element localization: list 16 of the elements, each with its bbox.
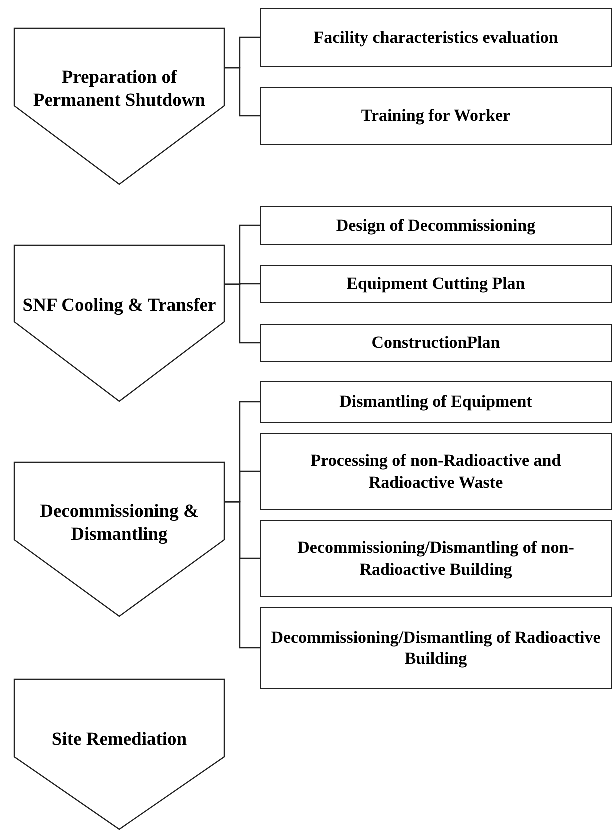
task-box: Decommissioning/Dismantling of non-Radioactive Building [260,520,612,597]
phase-label: Preparation of Permanent Shutdown [32,66,207,113]
task-box: Processing of non-Radioactive and Radioactive Waste [260,433,612,510]
connector-line [225,284,260,344]
task-box: Training for Worker [260,87,612,145]
task-box: ConstructionPlan [260,324,612,362]
connector-line [225,67,260,117]
phase-label: SNF Cooling & Transfer [22,294,217,318]
task-box: Design of Decommissioning [260,206,612,245]
task-box: Equipment Cutting Plan [260,265,612,303]
connector-line [225,501,260,649]
task-box: Facility characteristics evaluation [260,8,612,67]
task-box: Decommissioning/Dismantling of Radioactive Building [260,607,612,689]
phase-label: Site Remediation [50,729,188,752]
phase-label: Decommissioning & Dismantling [39,500,200,547]
task-box: Dismantling of Equipment [260,381,612,423]
